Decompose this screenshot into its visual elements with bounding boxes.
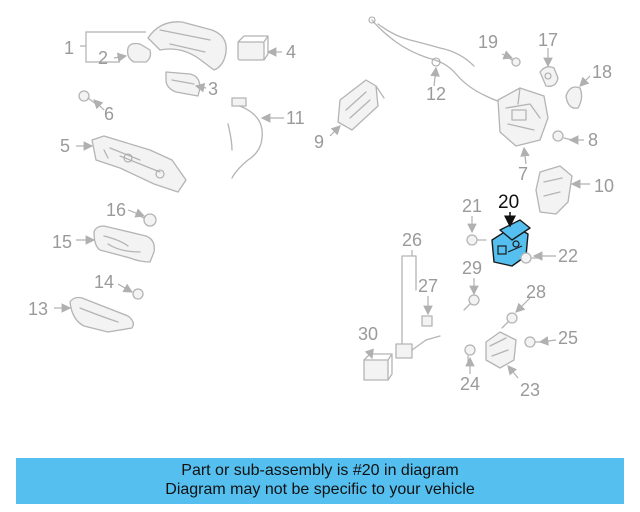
callout-6: 6	[104, 104, 114, 124]
callout-3: 3	[208, 79, 218, 99]
callout-8: 8	[588, 130, 598, 150]
part-30-connector	[363, 353, 393, 381]
callout-23: 23	[520, 380, 540, 400]
part-6-bolt	[78, 90, 97, 105]
callout-4: 4	[286, 42, 296, 62]
callout-labels: 1 2 3 4 5 6 7 8 9 10 11 12 13 14 15 16 1…	[28, 30, 614, 400]
part-18-cap	[565, 86, 583, 109]
part-28-bolt	[501, 312, 518, 329]
callout-14: 14	[94, 272, 114, 292]
callout-5: 5	[60, 136, 70, 156]
part-4-clip	[237, 35, 269, 61]
part-8-bolt	[552, 130, 573, 142]
callout-25: 25	[558, 328, 578, 348]
callout-30: 30	[358, 324, 378, 344]
part-16-bolt	[135, 213, 157, 227]
part-5-handle-carrier	[91, 135, 187, 193]
part-19-bolt	[505, 55, 521, 67]
callout-20-highlighted: 20	[498, 192, 519, 213]
part-23-hinge	[485, 331, 517, 369]
callout-15: 15	[52, 232, 72, 252]
part-15-inner-handle	[93, 225, 155, 263]
part-12-cable	[368, 16, 509, 105]
part-26-rod	[395, 255, 441, 359]
callout-29: 29	[462, 258, 482, 278]
callout-27: 27	[418, 276, 438, 296]
part-2-handle-bezel	[126, 42, 152, 63]
callout-17: 17	[538, 30, 558, 50]
callout-1: 1	[64, 38, 74, 58]
part-10-striker	[535, 165, 573, 215]
parts-diagram: 1 2 3 4 5 6 7 8 9 10 11 12 13 14 15 16 1…	[28, 16, 614, 400]
part-29-bolt	[463, 294, 480, 311]
callout-18: 18	[592, 62, 612, 82]
callout-2: 2	[98, 48, 108, 68]
part-17-plate	[539, 66, 559, 87]
callout-10: 10	[594, 176, 614, 196]
callout-11: 11	[286, 108, 305, 128]
info-banner: Part or sub-assembly is #20 in diagram D…	[16, 458, 624, 504]
callout-24: 24	[460, 374, 480, 394]
banner-line-1: Part or sub-assembly is #20 in diagram	[181, 462, 459, 479]
callout-28: 28	[526, 282, 546, 302]
callout-19: 19	[478, 32, 498, 52]
part-13-trim	[69, 296, 134, 333]
banner-line-2: Diagram may not be specific to your vehi…	[165, 481, 475, 498]
part-9-bracket	[337, 79, 385, 131]
part-1-outer-handle	[147, 21, 227, 71]
callout-9: 9	[314, 132, 324, 152]
callout-12: 12	[426, 84, 446, 104]
part-14-bolt	[132, 288, 144, 300]
callout-22: 22	[558, 246, 578, 266]
part-21-bolt	[466, 234, 487, 246]
part-22-bolt	[520, 252, 543, 264]
callout-13: 13	[28, 299, 48, 319]
callout-26: 26	[402, 230, 422, 250]
callout-21: 21	[462, 196, 482, 216]
part-11-cable	[227, 97, 263, 179]
part-7-latch	[497, 87, 549, 147]
part-3-handle-base	[165, 71, 201, 97]
leader-lines	[54, 31, 591, 379]
part-27-clip	[421, 315, 433, 327]
callout-16: 16	[106, 200, 126, 220]
callout-7: 7	[518, 164, 528, 184]
